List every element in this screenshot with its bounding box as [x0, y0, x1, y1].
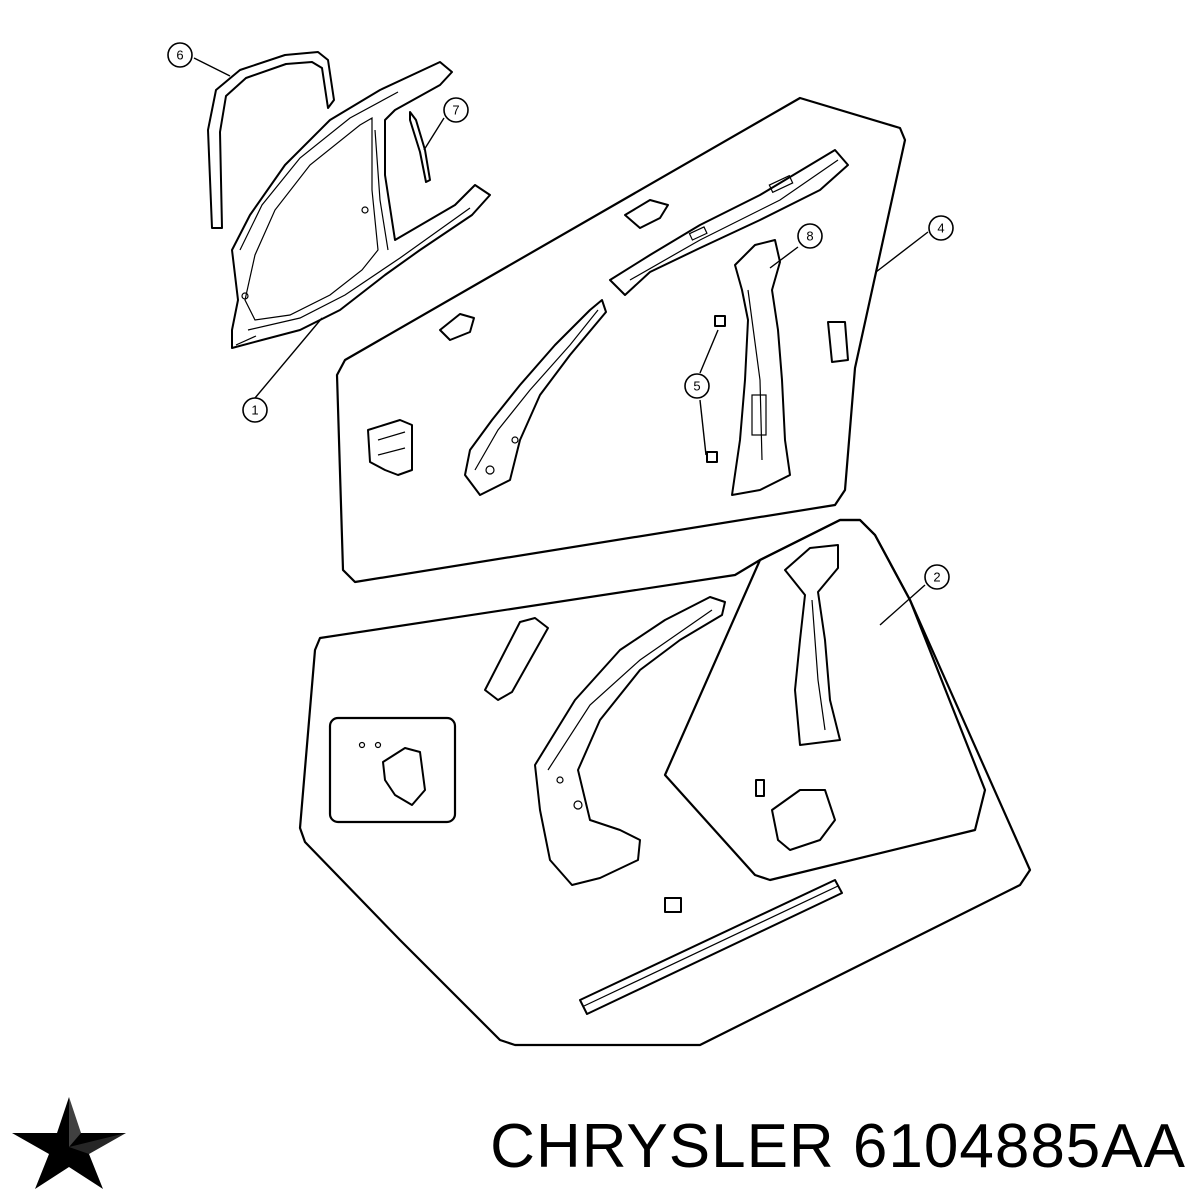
group-2-inner-outline	[663, 518, 987, 882]
callout-label-5: 5	[693, 379, 700, 394]
callout-label-6: 6	[176, 48, 183, 63]
part-6-weatherstrip	[207, 51, 335, 229]
part-7-trim-strip	[409, 111, 431, 183]
callout-2: 2	[924, 564, 950, 590]
callout-label-7: 7	[452, 103, 459, 118]
callout-1: 1	[242, 397, 268, 423]
callout-label-4: 4	[937, 221, 944, 236]
callout-4: 4	[928, 215, 954, 241]
callout-6: 6	[167, 42, 193, 68]
inset-bracket-box	[328, 716, 457, 824]
group-2-parts	[358, 544, 843, 1015]
brand-part-number: CHRYSLER 6104885AA	[490, 1112, 1186, 1181]
group-4-outline	[335, 96, 907, 584]
callout-label-8: 8	[806, 229, 813, 244]
callout-7: 7	[443, 97, 469, 123]
group-4-parts	[367, 149, 849, 496]
brand-bar: CHRYSLER 6104885AA	[0, 1085, 1200, 1200]
callout-8: 8	[797, 223, 823, 249]
callout-5: 5	[684, 373, 710, 399]
chrysler-pentastar-icon	[12, 1097, 126, 1189]
leader-lines	[193, 57, 929, 626]
callout-label-2: 2	[933, 570, 940, 585]
part-1-body-side-aperture	[231, 61, 491, 349]
callout-label-1: 1	[251, 403, 258, 418]
